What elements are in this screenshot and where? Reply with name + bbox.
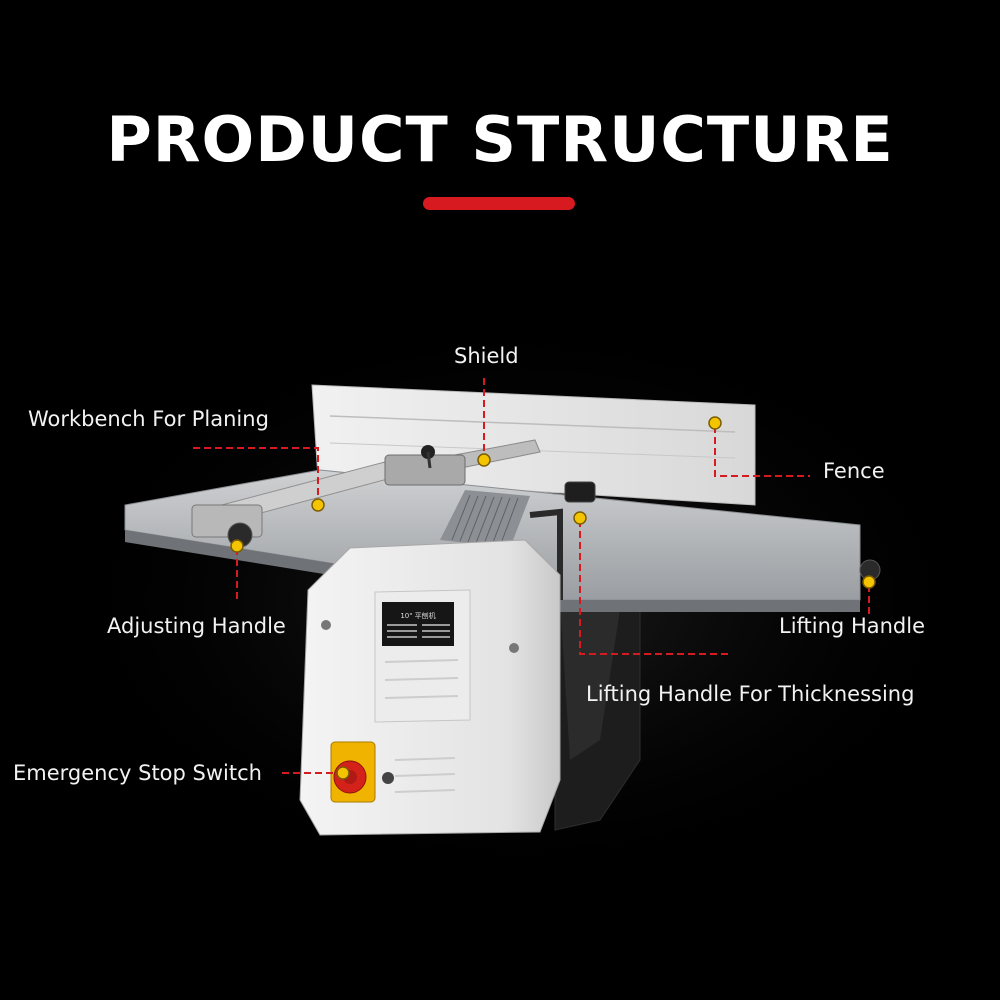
callout-markers (230, 416, 876, 780)
page-title: PRODUCT STRUCTURE (106, 103, 894, 176)
machine-base (554, 559, 641, 831)
callout-workbench-for-planing: Workbench For Planing (28, 407, 269, 431)
callout-lifting-handle: Lifting Handle (779, 614, 925, 638)
callout-shield: Shield (454, 344, 519, 368)
spec-panel-text: 10" 平刨机 (400, 611, 435, 620)
callout-lines (193, 378, 870, 774)
emergency-stop-switch (330, 741, 376, 803)
callout-lifting-handle-for-thicknessing: Lifting Handle For Thicknessing (586, 682, 915, 706)
callout-fence: Fence (823, 459, 885, 483)
callout-emergency-stop-switch: Emergency Stop Switch (13, 761, 262, 785)
shield-arm (191, 439, 541, 538)
callout-adjusting-handle: Adjusting Handle (107, 614, 286, 638)
title-underline (423, 197, 575, 210)
